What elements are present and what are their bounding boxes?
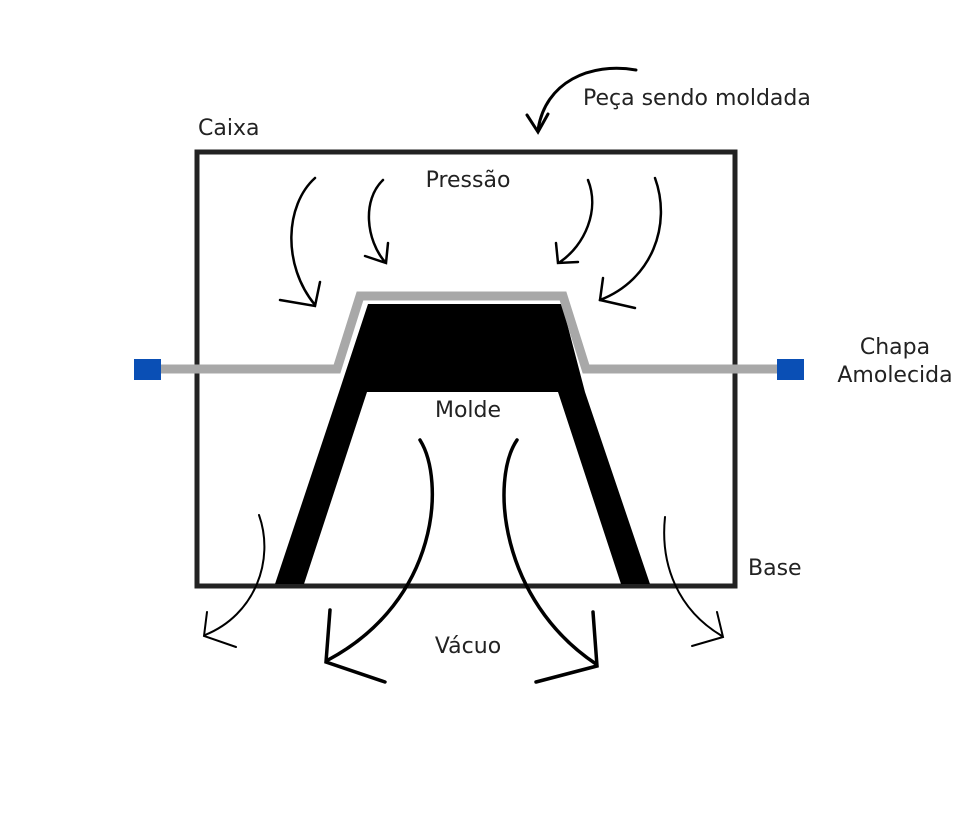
softened-sheet — [160, 291, 778, 374]
vacuum-arrow-4 — [663, 516, 725, 647]
pressure-arrow-1 — [278, 176, 322, 308]
vacuum-arrows — [202, 438, 725, 684]
base-label: Base — [748, 556, 802, 581]
sheet-label-line2: Amolecida — [837, 362, 953, 388]
pressure-arrow-4 — [598, 176, 663, 310]
pressure-arrow-3 — [554, 178, 594, 265]
mold-label: Molde — [434, 398, 502, 423]
mold-shape — [275, 304, 650, 584]
part-label: Peça sendo moldada — [583, 86, 811, 111]
sheet-label: Chapa Amolecida — [832, 334, 958, 389]
vacuum-arrow-1 — [202, 514, 266, 648]
box-label: Caixa — [198, 116, 260, 141]
vacuum-arrow-3 — [502, 438, 599, 684]
left-clamp — [134, 359, 161, 380]
pressure-label: Pressão — [425, 168, 511, 193]
vacuum-arrow-2 — [324, 438, 434, 684]
part-pointer-arrow — [525, 66, 638, 135]
sheet-label-line1: Chapa — [859, 335, 931, 360]
pressure-arrows — [278, 176, 663, 310]
vacuum-label: Vácuo — [434, 634, 502, 659]
pressure-arrow-2 — [363, 178, 390, 265]
right-clamp — [777, 359, 804, 380]
